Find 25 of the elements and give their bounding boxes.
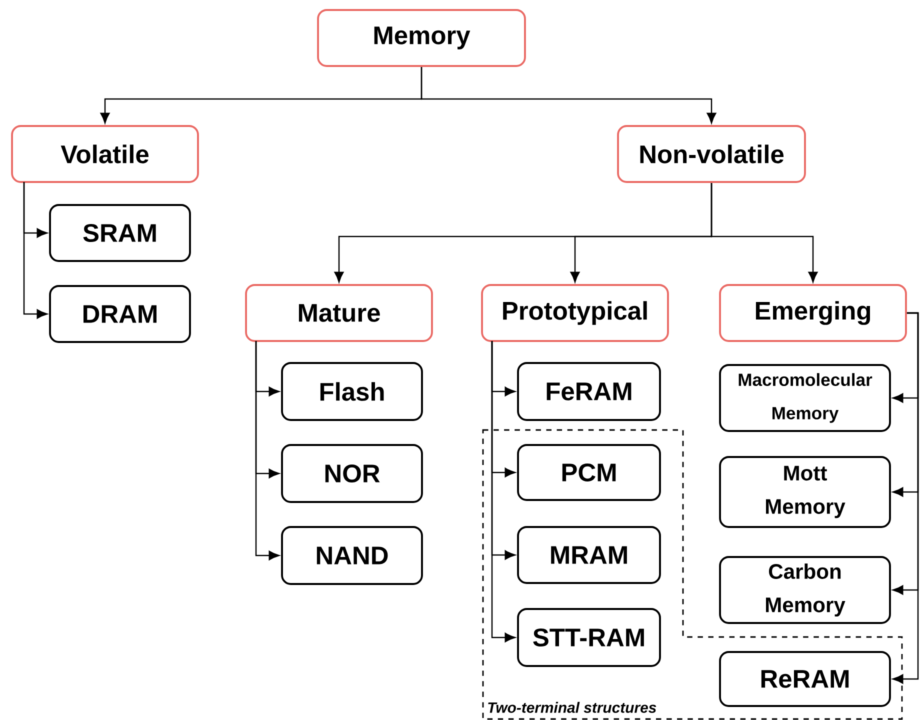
memory-box: STT-RAM: [517, 608, 661, 667]
memory-box: NOR: [281, 444, 423, 503]
category-box: Memory: [317, 9, 526, 67]
arrow: [255, 341, 280, 560]
memory-box: PCM: [517, 444, 661, 501]
arrow: [491, 341, 516, 642]
arrow: [710, 182, 818, 282]
memory-box: Macromolecular Memory: [719, 364, 891, 432]
memory-box: SRAM: [49, 204, 191, 262]
memory-box: Carbon Memory: [719, 556, 891, 624]
arrow: [23, 182, 48, 319]
category-box: Prototypical: [481, 284, 669, 342]
memory-box: Mott Memory: [719, 456, 891, 528]
category-box: Mature: [245, 284, 433, 342]
memory-box: FeRAM: [517, 362, 661, 421]
memory-box: MRAM: [517, 526, 661, 584]
memory-box: DRAM: [49, 285, 191, 343]
category-box: Emerging: [719, 284, 907, 342]
arrow: [420, 66, 716, 124]
category-box: Volatile: [11, 125, 199, 183]
category-box: Non-volatile: [617, 125, 806, 183]
memory-box: Flash: [281, 362, 423, 421]
memory-box: NAND: [281, 526, 423, 585]
arrow: [892, 312, 919, 684]
memory-box: ReRAM: [719, 651, 891, 707]
